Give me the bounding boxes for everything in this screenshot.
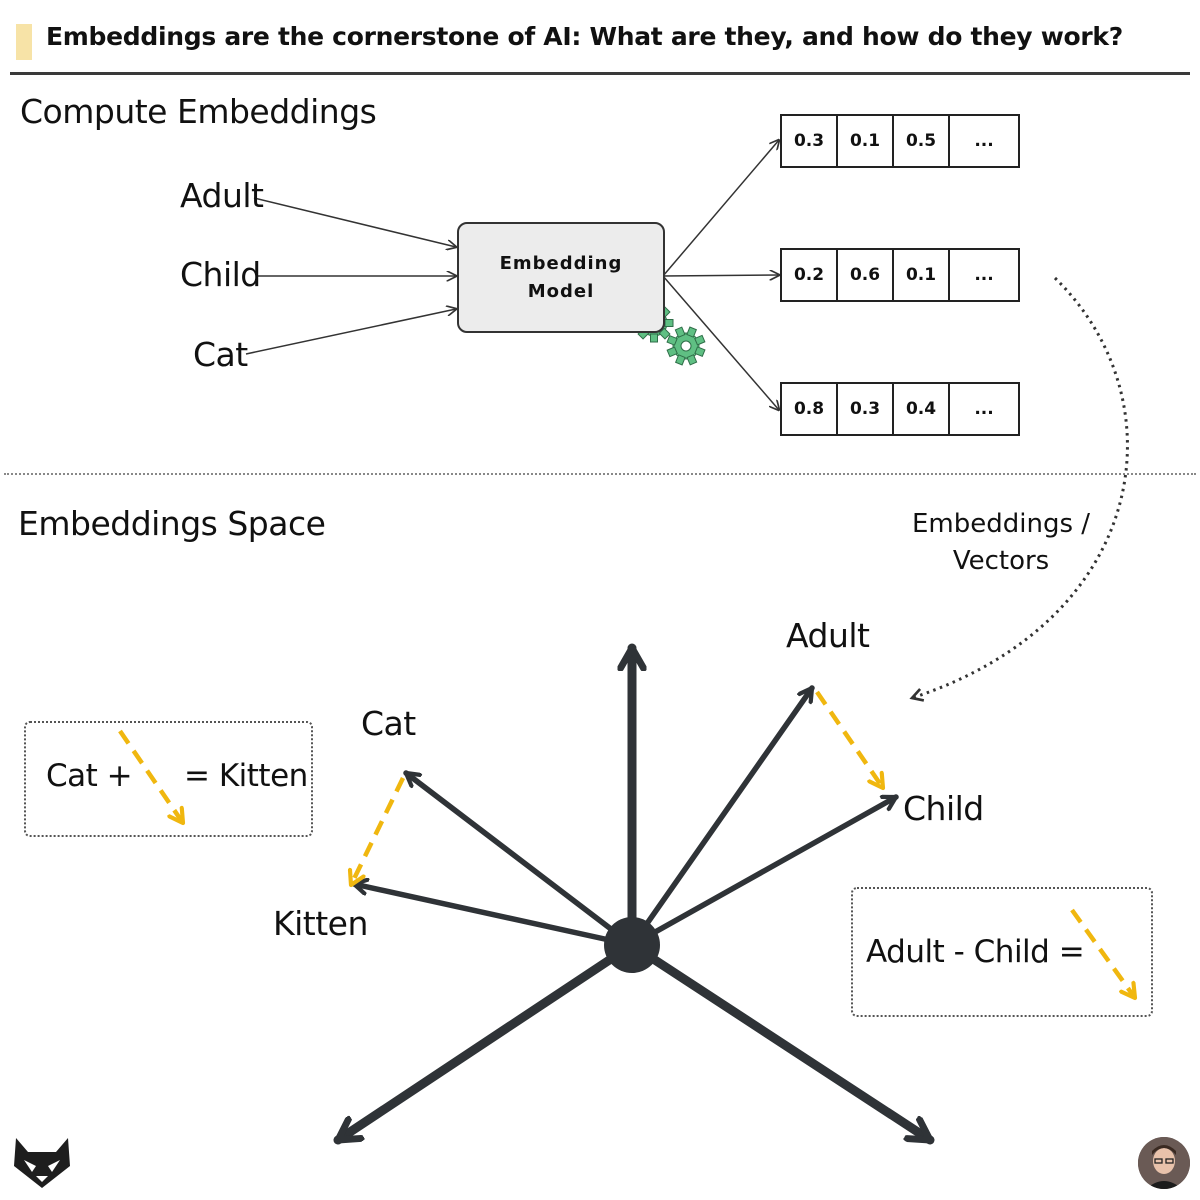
avatar-portrait <box>1138 1137 1190 1189</box>
origin-point <box>604 917 660 973</box>
vector-cell: 0.4 <box>894 384 950 434</box>
vector-cell: 0.3 <box>838 384 894 434</box>
embeddings-vectors-label: Embeddings / Vectors <box>912 506 1090 580</box>
note-box-cat-kitten <box>24 721 313 837</box>
compute-heading: Compute Embeddings <box>20 92 377 131</box>
title-divider <box>10 72 1190 75</box>
point-label-kitten: Kitten <box>273 904 368 943</box>
note-right-text: Adult - Child = <box>866 934 1085 970</box>
page-title: Embeddings are the cornerstone of AI: Wh… <box>46 22 1123 51</box>
model-label-line1: Embedding <box>499 252 623 274</box>
vector-cat <box>403 770 635 948</box>
side-label-line2: Vectors <box>952 546 1050 576</box>
vector-cell: ... <box>974 131 994 151</box>
gear-icon <box>666 326 706 366</box>
connector-model-vec2 <box>662 275 779 276</box>
connector-model-vec3 <box>662 275 779 410</box>
note-box-adult-child <box>851 887 1153 1017</box>
diff-arrow-cat-kitten <box>351 777 406 885</box>
vector-child <box>629 794 899 948</box>
connector-model-vec1 <box>662 140 779 277</box>
vector-row: 0.3 0.1 0.5 ... <box>780 114 1020 168</box>
space-heading: Embeddings Space <box>18 504 326 543</box>
note-left-after: = Kitten <box>184 758 308 794</box>
connector-adult-model <box>253 197 456 247</box>
vector-cell: 0.5 <box>894 116 950 166</box>
vector-cell: 0.1 <box>894 250 950 300</box>
point-label-adult: Adult <box>786 616 870 655</box>
fox-logo-icon <box>14 1138 70 1188</box>
diff-arrow-adult-child <box>815 690 883 788</box>
axis-down-right <box>627 940 935 1145</box>
vector-cell: 0.3 <box>782 116 838 166</box>
point-label-child: Child <box>903 789 984 828</box>
vector-cell: 0.2 <box>782 250 838 300</box>
note-left-before: Cat + <box>46 758 133 794</box>
input-child: Child <box>180 255 261 294</box>
vector-cell: 0.1 <box>838 116 894 166</box>
vector-cell: 0.6 <box>838 250 894 300</box>
vector-row: 0.2 0.6 0.1 ... <box>780 248 1020 302</box>
axis-down-left <box>333 940 637 1145</box>
connector-cat-model <box>245 309 456 355</box>
vector-cell: 0.8 <box>782 384 838 434</box>
vector-row: 0.8 0.3 0.4 ... <box>780 382 1020 436</box>
avatar <box>1138 1137 1190 1189</box>
legend-arrow-right <box>1070 908 1135 998</box>
vector-cell: ... <box>974 265 994 285</box>
legend-arrow-left <box>118 729 183 823</box>
input-cat: Cat <box>193 335 248 374</box>
vector-adult <box>629 685 815 948</box>
model-label-line2: Model <box>527 280 595 302</box>
vector-kitten <box>351 884 635 948</box>
section-divider <box>4 473 1196 475</box>
title-marker <box>16 24 32 60</box>
dotted-curve-arrow <box>909 276 1129 702</box>
input-adult: Adult <box>180 176 264 215</box>
side-label-line1: Embeddings / <box>912 509 1091 539</box>
point-label-cat: Cat <box>361 704 416 743</box>
vector-cell: ... <box>974 399 994 419</box>
